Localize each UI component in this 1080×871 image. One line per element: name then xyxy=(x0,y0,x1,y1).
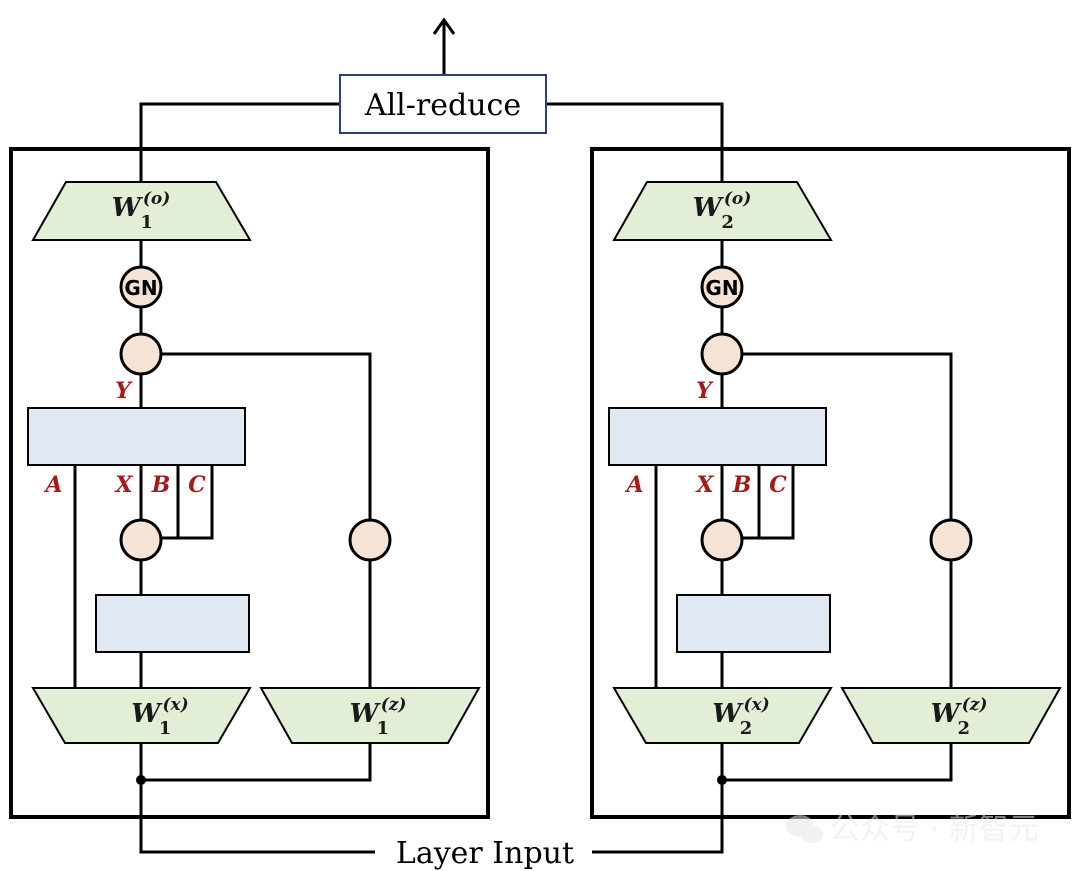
group-norm-node xyxy=(700,265,744,309)
wire-c xyxy=(742,465,795,540)
x-proj-label: W(x)1 xyxy=(131,695,188,739)
gate-multiply-node xyxy=(700,332,744,376)
out-proj-label: W(o)1 xyxy=(112,189,171,233)
z-activation-node xyxy=(929,518,973,562)
signal-y-label: Y xyxy=(115,378,133,404)
panel-border xyxy=(9,147,490,819)
signal-c-label: C xyxy=(769,472,787,498)
group-norm-label: GN xyxy=(705,276,738,300)
signal-x-label: X xyxy=(694,472,714,498)
layer-input-right-line xyxy=(592,780,724,854)
signal-b-label: B xyxy=(151,472,171,498)
allreduce-right-connector xyxy=(546,102,724,182)
allreduce-left-connector xyxy=(139,102,340,182)
x-proj-label: W(x)2 xyxy=(712,695,769,739)
signal-y-label: Y xyxy=(696,378,714,404)
ssm-block xyxy=(608,407,827,466)
input-junction-dot xyxy=(717,775,727,785)
signal-a-label: A xyxy=(43,472,62,498)
z-proj-weight xyxy=(840,687,1062,744)
wire-wz-input xyxy=(141,743,372,782)
allreduce-label: All-reduce xyxy=(364,88,521,123)
out-proj-weight xyxy=(612,181,833,241)
output-arrow xyxy=(432,17,456,75)
watermark: 公众号 · 新智元 xyxy=(786,812,1039,847)
wire-wz-input xyxy=(722,743,953,782)
z-proj-label: W(z)2 xyxy=(931,695,988,739)
wire-gate-z xyxy=(161,352,372,520)
conv-block xyxy=(95,594,250,653)
signal-a-label: A xyxy=(624,472,643,498)
conv-activation-node xyxy=(700,518,744,562)
out-proj-weight xyxy=(31,181,252,241)
panel-border xyxy=(590,147,1071,819)
allreduce-box: All-reduce xyxy=(339,74,547,134)
signal-b-label: B xyxy=(732,472,752,498)
z-proj-weight xyxy=(259,687,481,744)
wire-gate-z xyxy=(742,352,953,520)
gate-multiply-node xyxy=(119,332,163,376)
watermark-text: 公众号 · 新智元 xyxy=(830,812,1039,847)
input-junction-dot xyxy=(136,775,146,785)
z-activation-node xyxy=(348,518,392,562)
group-norm-label: GN xyxy=(124,276,157,300)
z-proj-label: W(z)1 xyxy=(350,695,407,739)
signal-c-label: C xyxy=(188,472,206,498)
ssm-block xyxy=(27,407,246,466)
layer-input-label: Layer Input xyxy=(396,836,574,871)
x-proj-weight xyxy=(31,687,252,744)
conv-activation-node xyxy=(119,518,163,562)
wire-c xyxy=(161,465,214,540)
out-proj-label: W(o)2 xyxy=(693,189,752,233)
conv-block xyxy=(676,594,831,653)
signal-x-label: X xyxy=(113,472,133,498)
group-norm-node xyxy=(119,265,163,309)
x-proj-weight xyxy=(612,687,833,744)
layer-input-left-line xyxy=(139,780,375,854)
